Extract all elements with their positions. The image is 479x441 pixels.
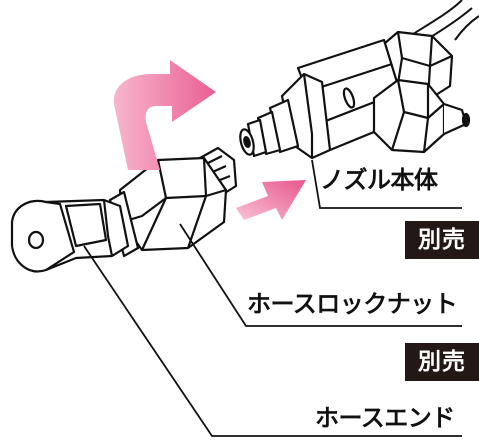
insertion-arrow (236, 180, 306, 220)
nozzle-body-label: ノズル本体 (320, 166, 438, 194)
hose-end (10, 198, 130, 273)
hose-end-label: ホースエンド (315, 404, 455, 432)
rotation-arrow (113, 60, 216, 170)
nozzle-body (239, 30, 471, 160)
nozzle-body-sold-separately-badge: 別売 (405, 221, 479, 259)
hose-lock-nut-label: ホースロックナット (247, 290, 458, 318)
hose-lock-nut-sold-separately-badge: 別売 (405, 343, 479, 381)
leader-lines (83, 159, 462, 437)
